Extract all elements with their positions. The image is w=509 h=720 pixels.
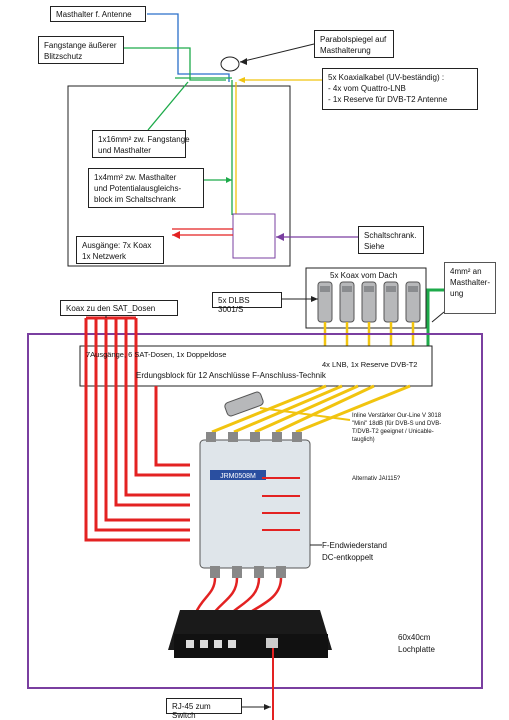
top-connector-3	[250, 432, 260, 442]
label-endwiderstand: F-Endwiederstand DC-entkoppelt	[322, 541, 387, 562]
red-sat-line-4	[114, 318, 190, 507]
bottom-connector-4	[276, 566, 286, 578]
dlbs-connector-2	[339, 281, 355, 323]
yellow-ms-line-4	[275, 384, 375, 434]
parabolic-dish-icon	[220, 56, 240, 72]
multiswitch-top-connectors	[206, 432, 302, 442]
lochplatte-outline	[27, 333, 483, 689]
multiswitch-bottom-connectors	[210, 566, 286, 578]
red-sat-line-1	[84, 318, 190, 542]
red-sat-line-5	[124, 318, 190, 497]
dish-pointer	[239, 43, 315, 63]
receiver-port-1	[186, 640, 194, 648]
dlbs-connectors	[317, 281, 421, 323]
red-sat-lines	[84, 318, 190, 542]
outdoor-area-box	[67, 85, 291, 267]
yellow-amplifier-line	[259, 407, 351, 421]
label-alternativ: Alternativ JAI115?	[352, 476, 401, 482]
dlbs-connector-3	[361, 281, 377, 323]
label-koaxialkabel: 5x Koaxialkabel (UV-beständig) : - 4x vo…	[322, 68, 478, 110]
label-fangstange-masthalter: 1x16mm² zw. Fangstange und Masthalter	[92, 130, 190, 158]
top-connector-4	[272, 432, 282, 442]
green-4mm-line	[426, 288, 444, 350]
label-masthalter-antenne: Masthalter f. Antenne	[50, 6, 146, 22]
yellow-ms-line-3	[254, 384, 359, 434]
erdungsblock-box	[79, 345, 433, 387]
bottom-connector-3	[254, 566, 264, 578]
dlbs-arrowhead	[311, 296, 318, 302]
dlbs-connector-5	[405, 281, 421, 323]
label-lnb-reserve: 4x LNB, 1x Reserve DVB-T2	[322, 360, 418, 369]
red-sat-line-7	[154, 386, 190, 467]
receiver-device	[168, 610, 332, 658]
label-masthalter-potential: 1x4mm² zw. Masthalter und Potentialausgl…	[88, 168, 204, 208]
dlbs-connector-4	[383, 281, 399, 323]
multiswitch-device: JRM0508M	[199, 432, 311, 578]
red-sat-line-6	[134, 318, 190, 477]
yellow-ms-line-5	[295, 384, 411, 434]
blue-mast-line	[147, 13, 230, 82]
yellow-ms-line-2	[233, 384, 343, 434]
label-verstaerker: Inline Verstärker Our-Line V 3018 "Mini"…	[352, 413, 442, 443]
top-connector-2	[228, 432, 238, 442]
dish-arrowhead	[240, 58, 247, 65]
green-arrowhead	[226, 177, 232, 183]
label-ausgaenge-sat: 7Ausgänge, 6 SAT-Dosen, 1x Doppeldose	[86, 350, 227, 359]
rj45-arrowhead	[264, 704, 271, 710]
receiver-port-4	[228, 640, 236, 648]
label-fangstange: Fangstange äußerer Blitzschutz	[38, 36, 124, 64]
yellow-multiswitch-lines	[211, 384, 411, 434]
top-connector-5	[292, 432, 302, 442]
label-koax-sat-dosen: Koax zu den SAT_Dosen	[60, 300, 178, 316]
yellow-arrowhead	[238, 77, 245, 83]
red-arrowhead	[172, 231, 180, 239]
bottom-connector-2	[232, 566, 242, 578]
red-sat-line-3	[104, 318, 190, 522]
multiswitch-model: JRM0508M	[220, 473, 256, 480]
green-pointer-1	[147, 81, 189, 131]
receiver-port-3	[214, 640, 222, 648]
top-connector-1	[206, 432, 216, 442]
purple-arrowhead	[276, 233, 284, 241]
label-rj45: RJ-45 zum Switch	[166, 698, 242, 720]
mm4-pointer	[431, 311, 445, 323]
dlbs-connector-1	[317, 281, 333, 323]
receiver-port-2	[200, 640, 208, 648]
label-schaltschrank: Schaltschrank. Siehe	[358, 226, 424, 254]
schaltschrank-box	[232, 213, 276, 259]
receiver-network-port	[266, 638, 278, 648]
bottom-connector-1	[210, 566, 220, 578]
label-dlbs: 5x DLBS 3001/S	[212, 292, 282, 314]
label-koax-dach: 5x Koax vom Dach	[330, 271, 398, 280]
koax-dach-box	[305, 267, 427, 329]
green-fangstange-line	[123, 47, 226, 81]
label-4mm-masthalterung: 4mm² an Masthalter- ung	[444, 262, 496, 314]
red-sat-line-2	[94, 318, 190, 532]
label-lochplatte: 60x40cm Lochplatte	[398, 633, 435, 654]
label-parabolspiegel: Parabolspiegel auf Masthalterung	[314, 30, 394, 58]
label-erdungsblock: Erdungsblock für 12 Anschlüsse F-Anschlu…	[136, 371, 326, 380]
label-ausgaenge: Ausgänge: 7x Koax 1x Netzwerk	[76, 236, 164, 264]
inline-amplifier-icon	[224, 391, 264, 417]
